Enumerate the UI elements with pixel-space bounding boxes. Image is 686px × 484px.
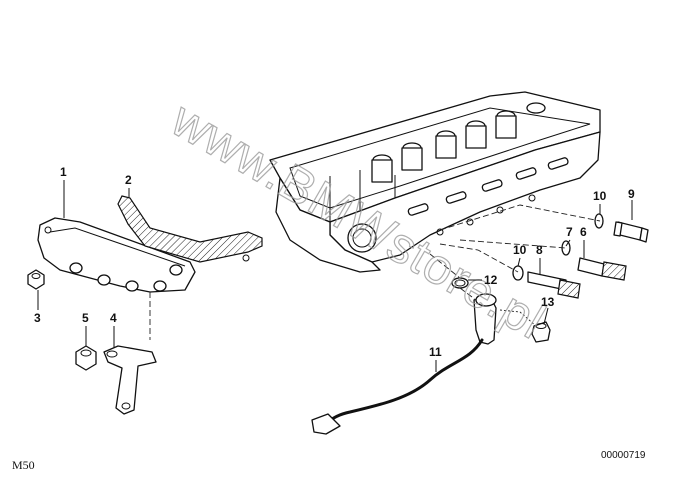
sensor-6 [561,240,627,281]
timing-cover [37,217,196,293]
side-ports [407,157,569,236]
nut-3 [27,269,45,290]
callout-3: 3 [34,311,41,325]
cam-towers [371,102,546,183]
callout-8: 8 [536,243,543,257]
callout-10-upper: 10 [593,189,607,203]
callouts: 1 2 3 4 5 6 7 8 9 10 10 11 12 13 [34,165,635,372]
callout-2: 2 [125,173,132,187]
sensor-8 [512,265,581,299]
callout-9: 9 [628,187,635,201]
callout-4: 4 [110,311,117,325]
sensor-9 [594,213,649,243]
nut-5 [75,345,97,371]
callout-5: 5 [82,311,89,325]
bracket-4 [103,345,157,415]
gasket [117,195,263,263]
callout-7: 7 [566,225,573,239]
callout-1: 1 [60,165,67,179]
callout-11: 11 [429,345,442,359]
sensor-cable-11 [311,293,497,435]
callout-10-lower: 10 [513,243,527,257]
model-code: M50 [12,458,35,472]
figure-number: 00000719 [601,450,646,461]
cylinder-head [269,91,601,273]
callout-12: 12 [484,273,498,287]
callout-13: 13 [541,295,555,309]
callout-6: 6 [580,225,587,239]
